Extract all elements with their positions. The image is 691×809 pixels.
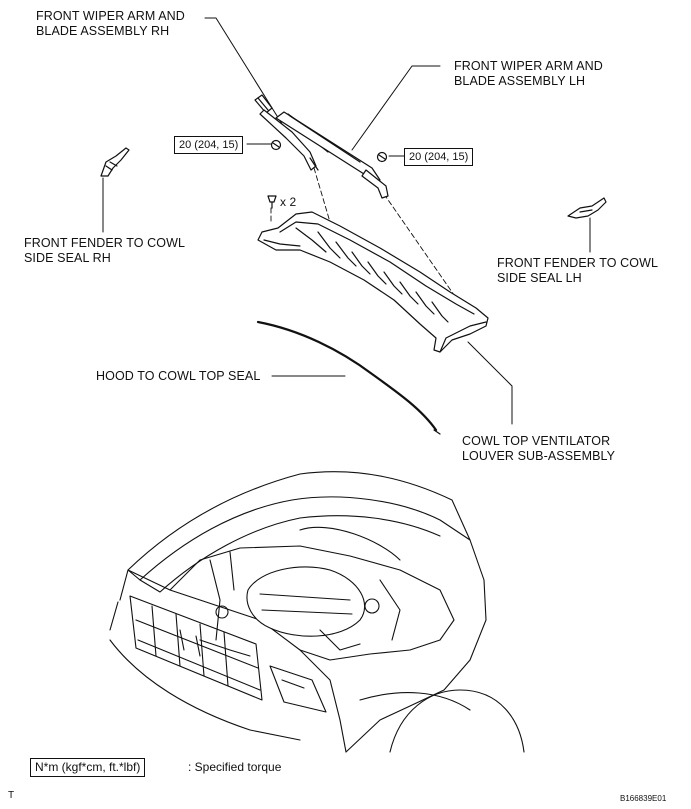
- wiper-rh-part: [254, 94, 331, 171]
- clip-bolt: [267, 195, 277, 209]
- leader-lines: [102, 17, 591, 425]
- label-wiper-rh-line1: FRONT WIPER ARM AND: [36, 9, 185, 23]
- figure-code: B166839E01: [620, 794, 667, 803]
- vehicle-illustration: [109, 471, 525, 753]
- cowl-louver-part: [257, 211, 489, 353]
- label-cowl-louver-line2: LOUVER SUB-ASSEMBLY: [462, 449, 616, 463]
- label-cowl-louver: COWL TOP VENTILATOR LOUVER SUB-ASSEMBLY: [462, 434, 615, 464]
- wiper-lh-part: [275, 111, 389, 199]
- label-fender-lh: FRONT FENDER TO COWL SIDE SEAL LH: [497, 256, 658, 286]
- label-wiper-rh: FRONT WIPER ARM AND BLADE ASSEMBLY RH: [36, 9, 185, 39]
- label-fender-lh-line2: SIDE SEAL LH: [497, 271, 582, 285]
- legend-torque-text: : Specified torque: [188, 760, 282, 774]
- leader-wiper-rh: [204, 17, 293, 141]
- label-wiper-lh-line1: FRONT WIPER ARM AND: [454, 59, 603, 73]
- label-wiper-rh-line2: BLADE ASSEMBLY RH: [36, 24, 170, 38]
- torque-box-right: 20 (204, 15): [404, 148, 474, 166]
- legend-torque-box: N*m (kgf*cm, ft.*lbf): [30, 758, 146, 777]
- bolt-quantity: x 2: [280, 195, 297, 209]
- label-hood-seal: HOOD TO COWL TOP SEAL: [96, 369, 261, 383]
- hood-seal-part: [256, 320, 441, 435]
- label-wiper-lh-line2: BLADE ASSEMBLY LH: [454, 74, 586, 88]
- label-cowl-louver-line1: COWL TOP VENTILATOR: [462, 434, 611, 448]
- footer-mark: T: [8, 790, 15, 801]
- fender-seal-rh-part: [100, 147, 130, 177]
- label-wiper-lh: FRONT WIPER ARM AND BLADE ASSEMBLY LH: [454, 59, 603, 89]
- fender-seal-lh-part: [567, 197, 607, 219]
- label-fender-rh: FRONT FENDER TO COWL SIDE SEAL RH: [24, 236, 185, 266]
- label-fender-rh-line1: FRONT FENDER TO COWL: [24, 236, 186, 250]
- label-fender-rh-line2: SIDE SEAL RH: [24, 251, 111, 265]
- label-fender-lh-line1: FRONT FENDER TO COWL: [497, 256, 659, 270]
- torque-box-left: 20 (204, 15): [174, 136, 244, 154]
- leader-wiper-lh: [351, 65, 441, 151]
- leader-cowl: [467, 341, 513, 425]
